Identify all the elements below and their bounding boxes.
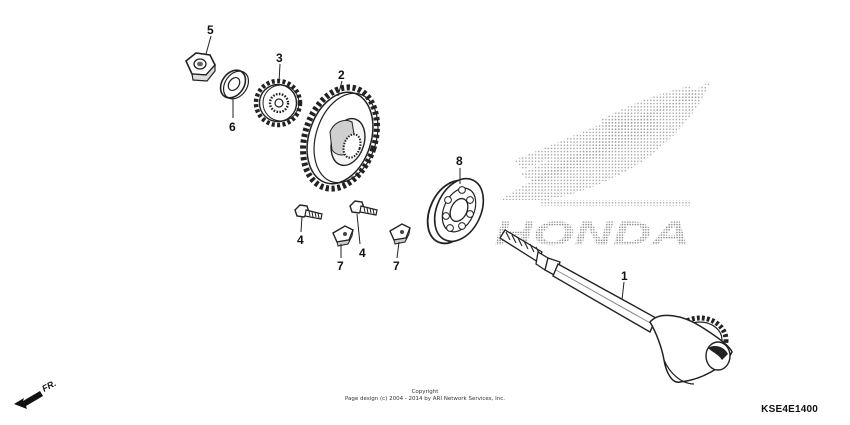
copyright-text: Page design (c) 2004 - 2014 by ARI Netwo… bbox=[344, 396, 506, 402]
bolt-right bbox=[349, 200, 378, 216]
callout-1: 1 bbox=[621, 269, 628, 283]
callout-3: 3 bbox=[276, 51, 283, 65]
callout-6: 6 bbox=[229, 120, 236, 134]
callout-2: 2 bbox=[338, 68, 345, 82]
small-gear bbox=[253, 78, 303, 128]
shaft bbox=[499, 229, 733, 385]
diagram-code: KSE4E1400 bbox=[761, 404, 818, 415]
hex-nut bbox=[185, 52, 216, 82]
callout-7-left: 7 bbox=[337, 259, 344, 273]
honda-wing-logo: HONDA bbox=[494, 82, 710, 253]
callout-7-right: 7 bbox=[393, 259, 400, 273]
large-gear bbox=[300, 84, 380, 192]
leader-lines bbox=[205, 35, 625, 301]
ball-bearing bbox=[426, 177, 485, 245]
collar-left bbox=[332, 225, 354, 247]
bolt-left bbox=[294, 204, 323, 220]
callout-4-right: 4 bbox=[359, 246, 366, 260]
callout-5: 5 bbox=[207, 23, 214, 37]
callout-4-left: 4 bbox=[297, 233, 304, 247]
callout-8: 8 bbox=[456, 154, 463, 168]
washer bbox=[219, 69, 250, 100]
copyright-heading: Copyright bbox=[411, 389, 439, 395]
callout-labels: 5 6 3 2 4 4 7 7 8 1 bbox=[207, 23, 628, 283]
collar-right bbox=[389, 223, 411, 245]
